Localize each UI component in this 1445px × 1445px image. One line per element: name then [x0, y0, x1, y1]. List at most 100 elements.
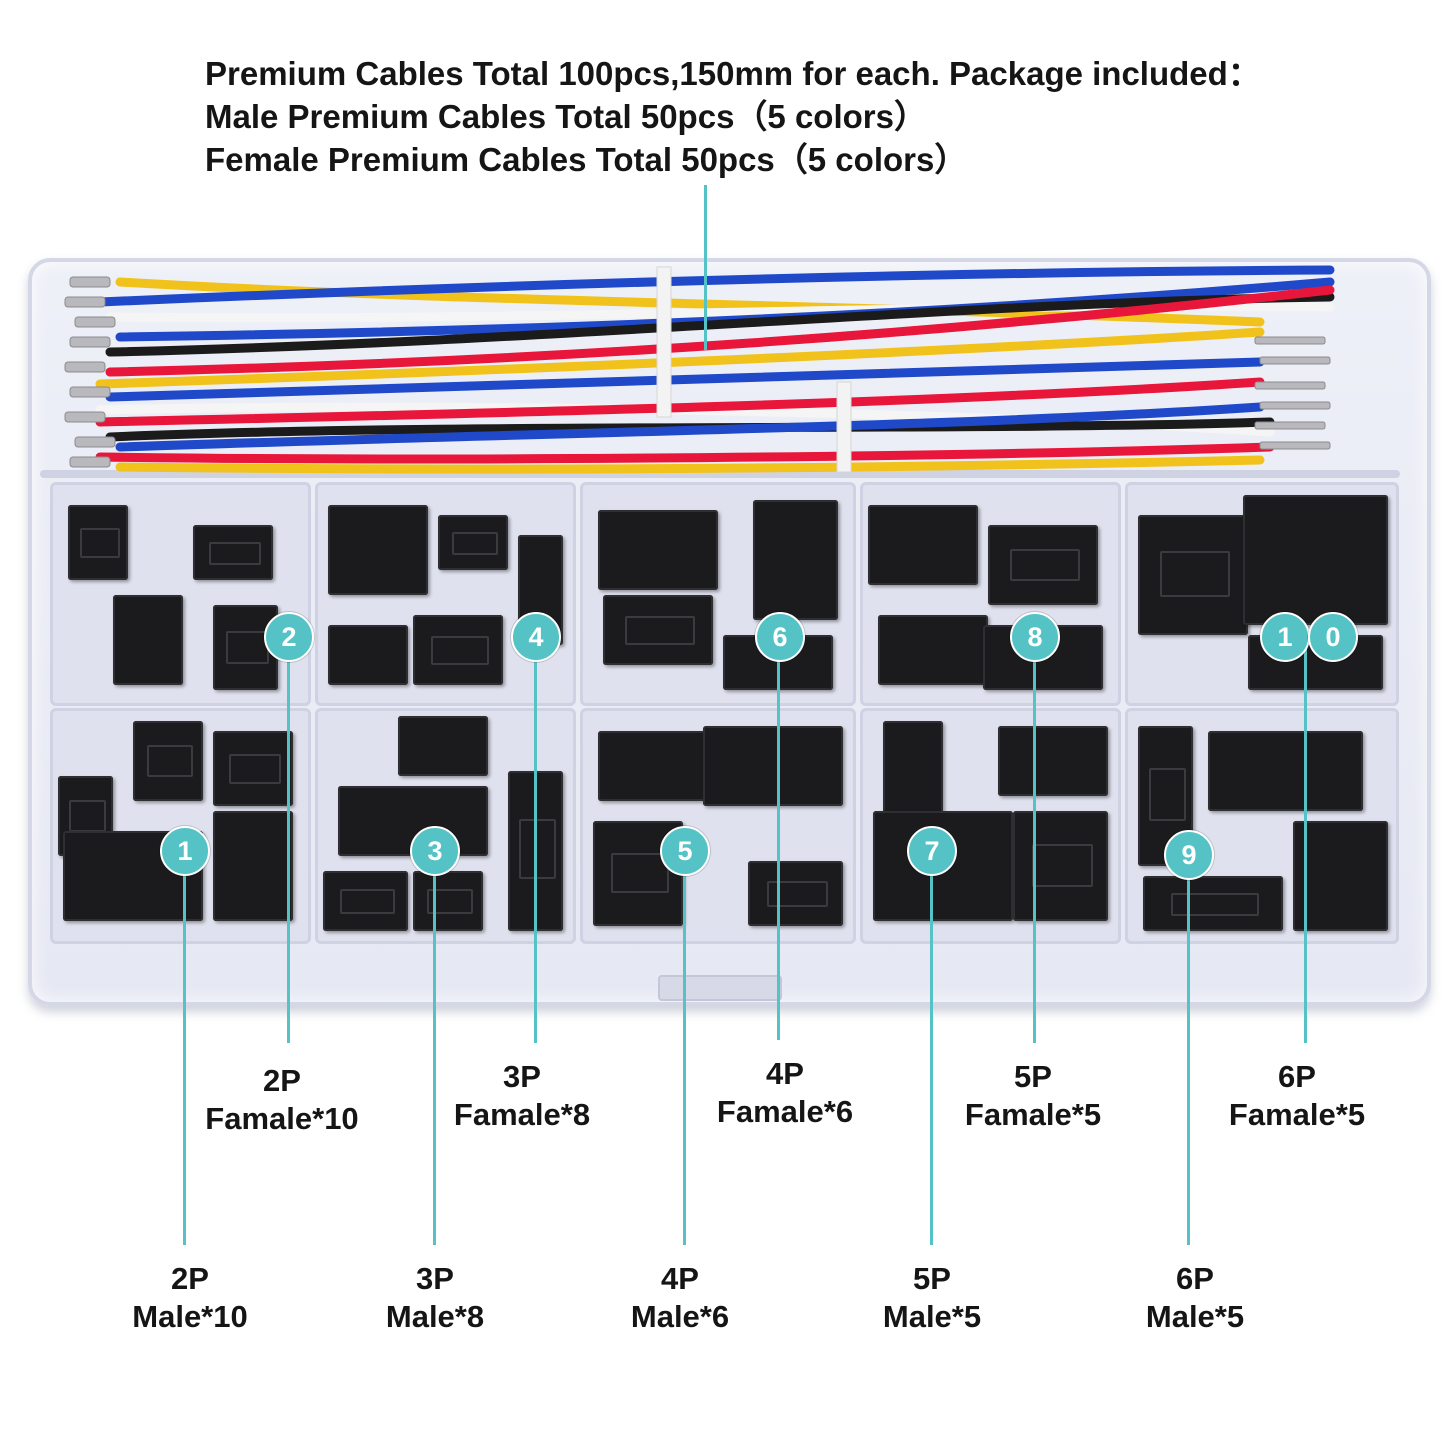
label-6p-female: 6P Famale*5: [1187, 1058, 1407, 1134]
terminal-pin: [1254, 336, 1326, 345]
label-size: 2P: [171, 1261, 209, 1296]
terminal-crimp: [74, 316, 116, 328]
wire-bundle-illustration: [64, 265, 1335, 474]
label-size: 2P: [263, 1063, 301, 1098]
compartment-3p-female: [315, 482, 576, 706]
label-4p-male: 4P Male*6: [570, 1260, 790, 1336]
connector-housing: [133, 721, 203, 801]
label-type: Male*5: [1145, 1299, 1245, 1334]
cable-tie: [656, 266, 672, 418]
connector-housing: [868, 505, 978, 585]
wire-black: [105, 292, 1335, 357]
label-size: 4P: [661, 1261, 699, 1296]
compartment-5p-female: [860, 482, 1121, 706]
badge-10-digit-1: 1: [1260, 612, 1310, 662]
connector-housing: [603, 595, 713, 665]
cables-pointer-line: [704, 185, 707, 350]
label-size: 4P: [766, 1056, 804, 1091]
connector-housing: [1293, 821, 1388, 931]
connector-housing: [1243, 495, 1388, 625]
wire-yellow: [95, 327, 1265, 389]
wire-blue: [105, 357, 1265, 402]
compartment-4p-female: [580, 482, 856, 706]
connector-housing: [1138, 515, 1248, 635]
connector-housing: [748, 861, 843, 926]
label-type: Famale*10: [205, 1101, 359, 1136]
connector-housing: [1143, 876, 1283, 931]
pointer-line-2: [287, 635, 290, 1043]
terminal-pin: [1254, 381, 1326, 390]
header-line-male: Male Premium Cables Total 50pcs（5 colors…: [205, 98, 927, 135]
terminal-crimp: [64, 411, 106, 423]
connector-housing: [213, 731, 293, 806]
label-5p-female: 5P Famale*5: [923, 1058, 1143, 1134]
badge-10-digit-0: 0: [1308, 612, 1358, 662]
box-latch: [658, 975, 782, 1001]
connector-housing: [213, 811, 293, 921]
connector-housing: [413, 871, 483, 931]
connector-housing: [328, 505, 428, 595]
label-type: Famale*5: [1228, 1097, 1366, 1132]
connector-housing: [323, 871, 408, 931]
compartment-3p-male: [315, 708, 576, 944]
label-size: 3P: [416, 1261, 454, 1296]
connector-housing: [753, 500, 838, 620]
compartment-6p-male: [1125, 708, 1399, 944]
connector-housing: [398, 716, 488, 776]
connector-housing: [593, 821, 683, 926]
label-size: 3P: [503, 1059, 541, 1094]
label-3p-female: 3P Famale*8: [412, 1058, 632, 1134]
wire-red: [95, 442, 1275, 464]
terminal-crimp: [74, 436, 116, 448]
pointer-line-9: [1187, 850, 1190, 1245]
connector-housing: [878, 615, 988, 685]
label-4p-female: 4P Famale*6: [675, 1055, 895, 1131]
badge-4: 4: [511, 612, 561, 662]
pointer-line-8: [1033, 635, 1036, 1043]
label-6p-male: 6P Male*5: [1085, 1260, 1305, 1336]
label-size: 5P: [913, 1261, 951, 1296]
wire-yellow: [115, 455, 1265, 474]
terminal-pin: [1259, 441, 1331, 450]
label-2p-female: 2P Famale*10: [172, 1062, 392, 1138]
package-description: Premium Cables Total 100pcs,150mm for ea…: [205, 52, 1261, 181]
compartment-2p-female: [50, 482, 311, 706]
pointer-line-5: [683, 850, 686, 1245]
connector-housing: [328, 625, 408, 685]
label-type: Famale*5: [964, 1097, 1102, 1132]
terminal-pin: [1259, 401, 1331, 410]
connector-housing: [703, 726, 843, 806]
connector-housing: [1208, 731, 1363, 811]
box-divider-ridge: [40, 470, 1400, 478]
header-line-female: Female Premium Cables Total 50pcs（5 colo…: [205, 141, 968, 178]
wire-blue: [115, 402, 1265, 452]
connector-housing: [598, 510, 718, 590]
label-5p-male: 5P Male*5: [822, 1260, 1042, 1336]
badge-1: 1: [160, 826, 210, 876]
pointer-line-7: [930, 850, 933, 1245]
label-type: Male*10: [132, 1299, 248, 1334]
terminal-crimp: [69, 276, 111, 288]
badge-9: 9: [1164, 830, 1214, 880]
connector-housing: [988, 525, 1098, 605]
connector-housing: [193, 525, 273, 580]
label-type: Male*6: [630, 1299, 730, 1334]
connector-housing: [68, 505, 128, 580]
pointer-line-6: [777, 635, 780, 1040]
terminal-pin: [1259, 356, 1331, 365]
label-type: Male*8: [385, 1299, 485, 1334]
label-3p-male: 3P Male*8: [325, 1260, 545, 1336]
pointer-line-1: [183, 850, 186, 1245]
connector-housing: [598, 731, 708, 801]
badge-7: 7: [907, 826, 957, 876]
badge-5: 5: [660, 826, 710, 876]
terminal-crimp: [64, 361, 106, 373]
badge-2: 2: [264, 612, 314, 662]
label-2p-male: 2P Male*10: [80, 1260, 300, 1336]
badge-3: 3: [410, 826, 460, 876]
label-size: 6P: [1278, 1059, 1316, 1094]
connector-housing: [1013, 811, 1108, 921]
terminal-pin: [1254, 421, 1326, 430]
wire-red: [95, 377, 1265, 427]
connector-housing: [998, 726, 1108, 796]
